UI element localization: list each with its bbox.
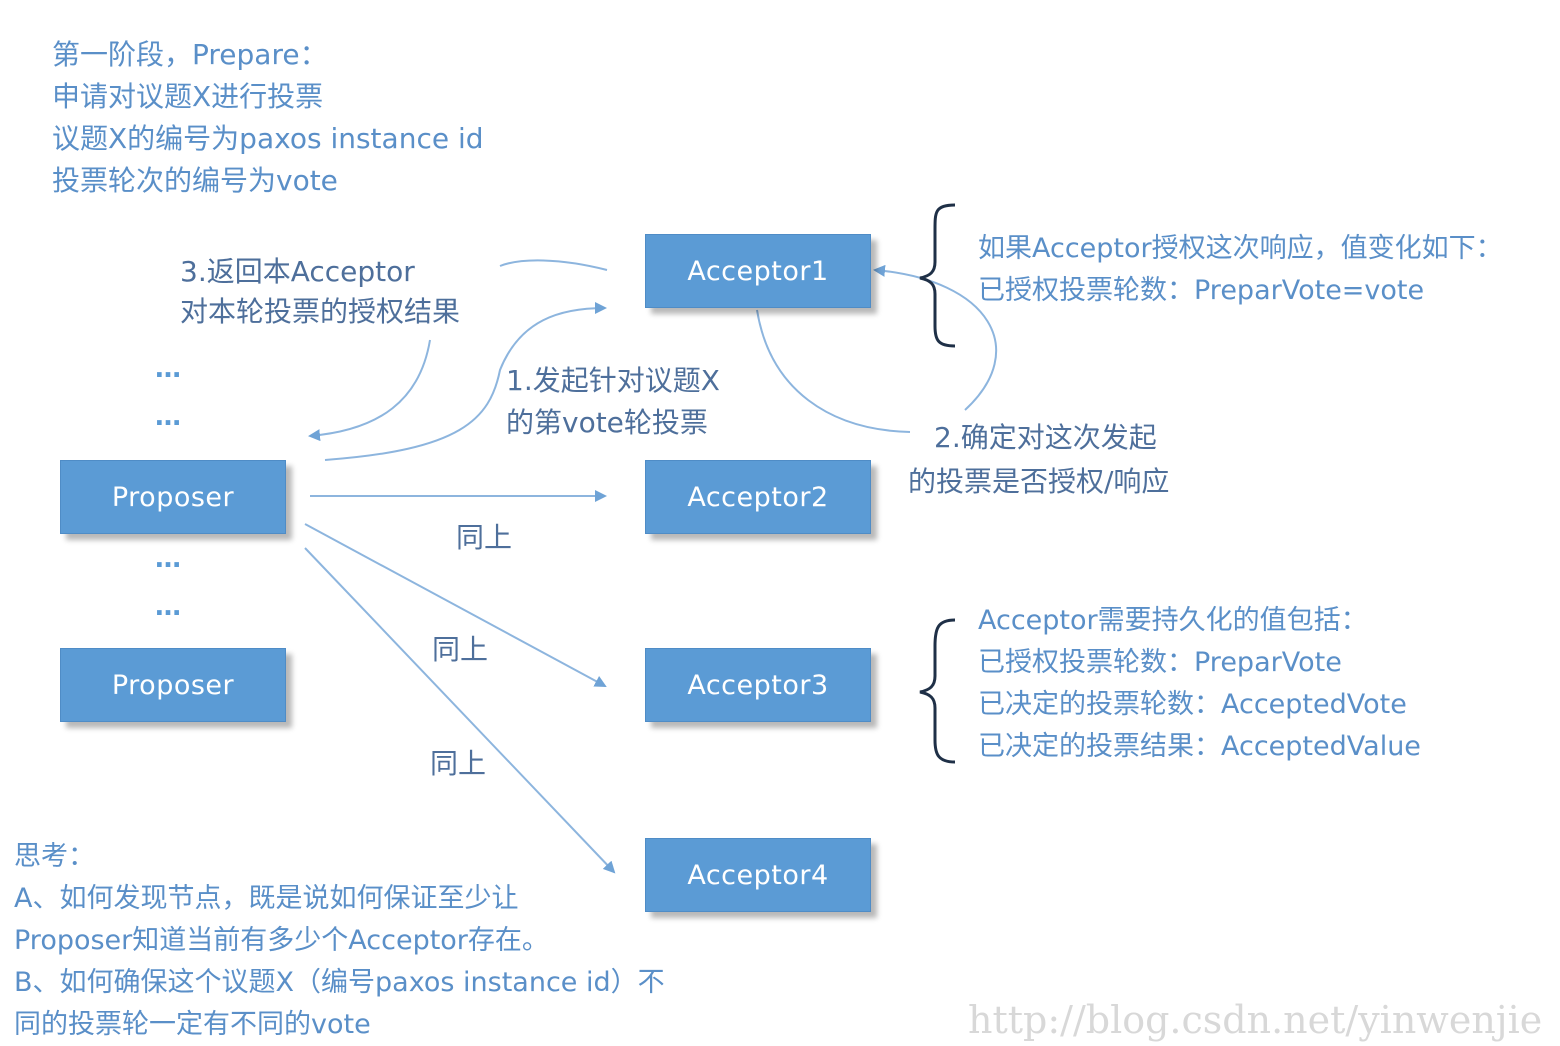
phase-line: 申请对议题X进行投票 [52, 80, 324, 113]
think-notes: 思考： A、如何发现节点，既是说如何保证至少让 Proposer知道当前有多少个… [14, 841, 665, 1040]
acceptor1-node: Acceptor1 [645, 234, 871, 308]
watermark: http://blog.csdn.net/yinwenjie [968, 998, 1543, 1042]
acceptor4-node: Acceptor4 [645, 838, 871, 912]
phase-line: 投票轮次的编号为vote [52, 164, 338, 197]
acceptor3-node: Acceptor3 [645, 648, 871, 722]
ellipsis: … [155, 592, 182, 622]
auth-note: 如果Acceptor授权这次响应，值变化如下： 已授权投票轮数：PreparVo… [978, 233, 1503, 306]
step3-label: 3.返回本Acceptor 对本轮投票的授权结果 [180, 255, 461, 328]
ellipsis: … [155, 402, 182, 432]
arrow-acceptor4 [304, 547, 616, 874]
phase-line: 议题X的编号为paxos instance id [52, 122, 484, 155]
same-label-acceptor2: 同上 [456, 521, 513, 554]
arrow-self-authorize-back [873, 264, 997, 411]
proposer-node: Proposer [60, 648, 286, 722]
phase-line: 第一阶段，Prepare： [52, 38, 328, 71]
ellipsis: … [155, 354, 182, 384]
phase-description: 第一阶段，Prepare： 申请对议题X进行投票 议题X的编号为paxos in… [52, 34, 484, 202]
same-label-acceptor4: 同上 [430, 747, 487, 780]
arrow-self-authorize [756, 309, 911, 433]
proposer-node: Proposer [60, 460, 286, 534]
step2-label: 2.确定对这次发起 的投票是否授权/响应 [908, 421, 1170, 498]
acceptor2-node: Acceptor2 [645, 460, 871, 534]
brace-persist-note [919, 618, 956, 764]
arrow-acceptor3 [304, 523, 607, 687]
brace-auth-note [919, 203, 956, 348]
arrow-return-proposer [310, 259, 608, 436]
ellipsis: … [155, 544, 182, 574]
arrow-request-acceptor1 [324, 302, 607, 461]
same-label-acceptor3: 同上 [432, 633, 489, 666]
persist-note: Acceptor需要持久化的值包括： 已授权投票轮数：PreparVote 已决… [978, 605, 1421, 762]
step1-label: 1.发起针对议题X 的第vote轮投票 [506, 364, 720, 439]
